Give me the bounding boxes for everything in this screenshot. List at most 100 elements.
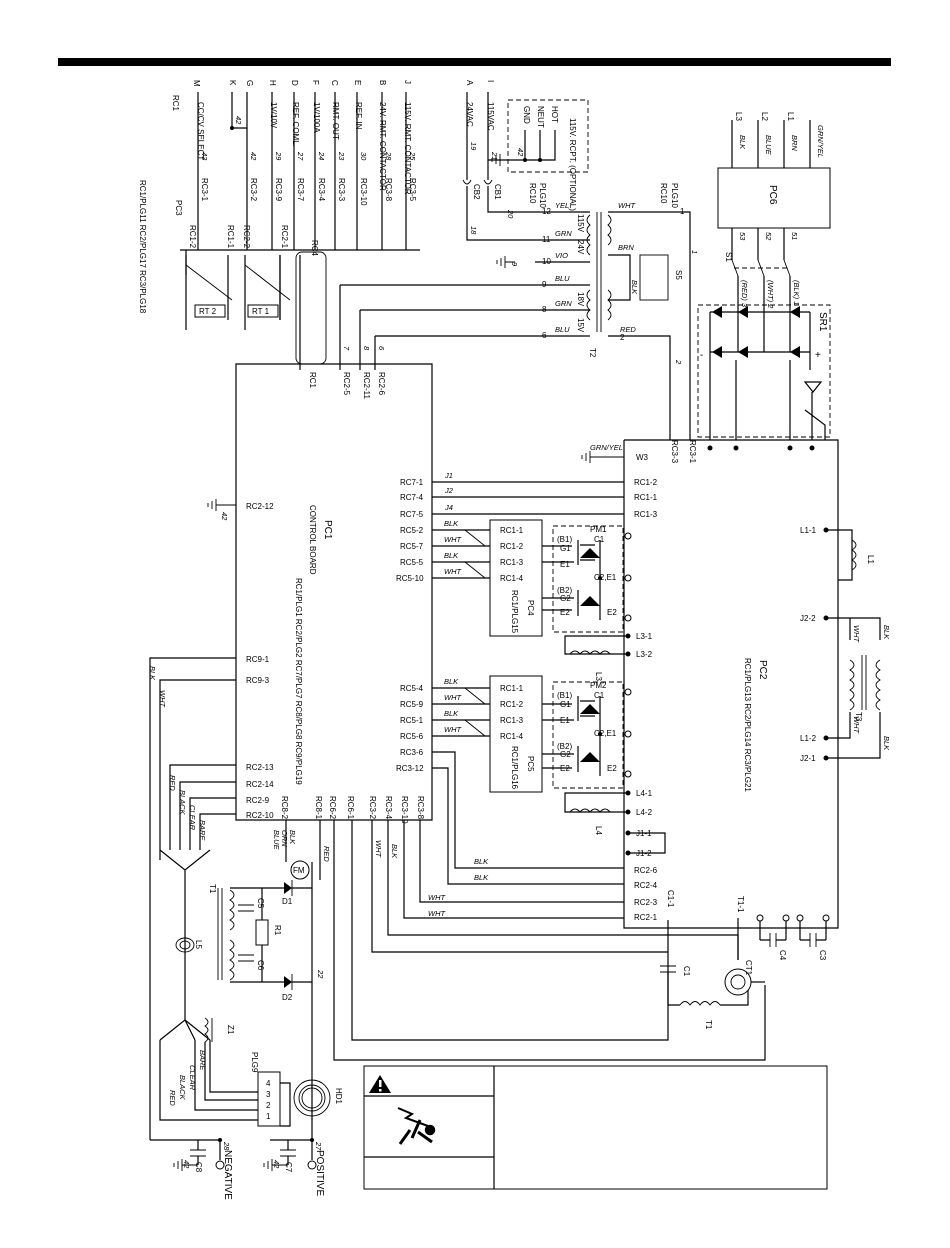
pc5-rc5-1: RC5-1 (400, 716, 424, 725)
j2: J2 (444, 486, 454, 495)
l3-1: L3-1 (636, 632, 653, 641)
pc1-label: PC1 (322, 520, 333, 540)
pc5-c3: WHT (444, 725, 462, 734)
wire-grn: GRN (555, 229, 572, 238)
plg10-b: PLG10 (670, 183, 679, 208)
pin-letter: A (465, 80, 474, 86)
optional-label: 115V. RCPT. (OPTIONAL) (568, 118, 577, 211)
line-l3: L3 (734, 112, 743, 121)
l3-2: L3-2 (636, 650, 653, 659)
j2-1: J2-1 (800, 754, 816, 763)
pm1-c2e1: C2,E1 (594, 573, 617, 582)
t2-transformer: T2 115V 24V 18V 15V PLG10 RC10 PLG10 RC1… (339, 183, 699, 440)
wire-number: 30 (359, 152, 368, 161)
pm1-b1: (B1) (557, 535, 572, 544)
j4: J4 (444, 503, 453, 512)
wire-number: 42 (234, 116, 243, 125)
wire-number: 42 (249, 152, 258, 161)
wire-blu2: BLU (555, 325, 570, 334)
pc3-plugs: RC1/PLG11 RC2/PLG17 RC3/PLG18 (138, 180, 147, 314)
pc2-rc1-3: RC1-3 (634, 510, 658, 519)
rc3-4: RC3-4 (384, 796, 393, 820)
pc5-plug: RC1/PLG16 (510, 746, 519, 790)
rc7-4: RC7-4 (400, 493, 424, 502)
sr1-plus: + (815, 350, 821, 361)
sw-wht: (WHT) 2 (766, 280, 775, 309)
wire-number: 24 (317, 151, 326, 160)
plg9-pin4: 4 (266, 1079, 271, 1088)
pc5-rc3-12: RC3-12 (396, 764, 424, 773)
t3-label: T3 (854, 712, 863, 722)
sr1-rectifier: SR1 + - (697, 300, 831, 451)
l1-2: L1-2 (800, 734, 817, 743)
pc2-rc3-1: RC3-1 (688, 440, 697, 464)
wire-brn: BRN (618, 243, 634, 252)
l1-label: L1 (866, 555, 875, 564)
red-rc6: RED (322, 846, 331, 862)
c6-label: C6 (256, 960, 265, 971)
pc1-desc: CONTROL BOARD (308, 505, 317, 575)
rc1-block: RC1 M K G H D F C E B J A I CC/CV SELECT… (171, 80, 495, 251)
pc4-c3: WHT (444, 567, 462, 576)
connector-label: RC3-9 (274, 178, 283, 202)
sw-51: 51 (790, 232, 799, 240)
rc3-8: RC3-8 (416, 796, 425, 820)
wire-2: 2 (674, 359, 683, 365)
sw-blk: (BLK) 1 (792, 280, 801, 305)
pin-6: 6 (542, 331, 547, 340)
wire-number: 43 (200, 152, 209, 161)
pc5-c2: BLK (444, 709, 459, 718)
pm1-label: PM1 (590, 525, 607, 534)
sw-red: (RED) 3 (740, 280, 749, 308)
hd1-label: HD1 (334, 1088, 343, 1105)
func-label: CC/CV SELECT (196, 102, 205, 160)
func-label: REF. COML. (291, 102, 300, 147)
v-18: 18V (576, 292, 585, 307)
warning-box (363, 1065, 828, 1190)
color-brn: BRN (790, 135, 799, 151)
wire-8: 8 (362, 346, 371, 351)
ct1-label: CT1 (744, 960, 753, 976)
w42-c7: 42 (272, 1160, 281, 1169)
color-grnyel: GRN/YEL (816, 125, 825, 158)
pc1-rc2-10: RC2-10 (246, 811, 274, 820)
pin-letter: D (290, 80, 299, 86)
pc4-c0: BLK (444, 519, 459, 528)
c7-label: C7 (284, 1162, 293, 1173)
connector-label: RC3-1 (200, 178, 209, 202)
rc10-b: RC10 (659, 183, 668, 204)
wht-top: WHT (158, 690, 167, 708)
pc4-rc1-3: RC1-3 (500, 558, 524, 567)
wire-wht: WHT (618, 201, 636, 210)
pc4-rc5-2: RC5-2 (400, 526, 424, 535)
c4-label: C4 (778, 950, 787, 961)
pc1-rc2-11: RC2-11 (362, 372, 371, 400)
l4-label: L4 (594, 826, 603, 835)
pm1-e1: E1 (560, 560, 570, 569)
pc5-gate-board: PC5 RC1/PLG16 RC5-4 RC5-9 RC5-1 RC5-6 RC… (396, 675, 632, 885)
caution-triangle-icon (369, 1075, 391, 1093)
func-label: 24VAC (465, 102, 474, 127)
v-15: 15V (576, 318, 585, 333)
rc3-10: RC3-10 (400, 796, 409, 824)
connector-label: RC3-7 (296, 178, 305, 202)
pc5-rc3-6: RC3-6 (400, 748, 424, 757)
pc2-c1-1: C1-1 (666, 890, 675, 908)
z1-label: Z1 (226, 1025, 235, 1035)
optional-receptacle: 115V. RCPT. (OPTIONAL) HOT NEUT GND 42 (487, 92, 589, 211)
pc2-rc2-4: RC2-4 (634, 881, 658, 890)
pc5-rc5-9: RC5-9 (400, 700, 424, 709)
pc1-rc2-6: RC2-6 (377, 372, 386, 396)
t3-blk2: BLK (882, 736, 891, 751)
wire-20: 20 (506, 209, 515, 219)
pc1-rc1: RC1 (308, 372, 317, 389)
wire-21: 21 (490, 151, 499, 160)
w42-c8: 42 (182, 1160, 191, 1169)
pc6-label: PC6 (767, 185, 778, 205)
func-label: 1V/100A (312, 102, 321, 133)
connector-label: RC3-5 (408, 178, 417, 202)
black-top: BLACK (178, 790, 187, 816)
positive-label: POSITIVE (314, 1150, 325, 1196)
neut-term: NEUT (536, 106, 545, 128)
pc1-rc9-1: RC9-1 (246, 655, 270, 664)
